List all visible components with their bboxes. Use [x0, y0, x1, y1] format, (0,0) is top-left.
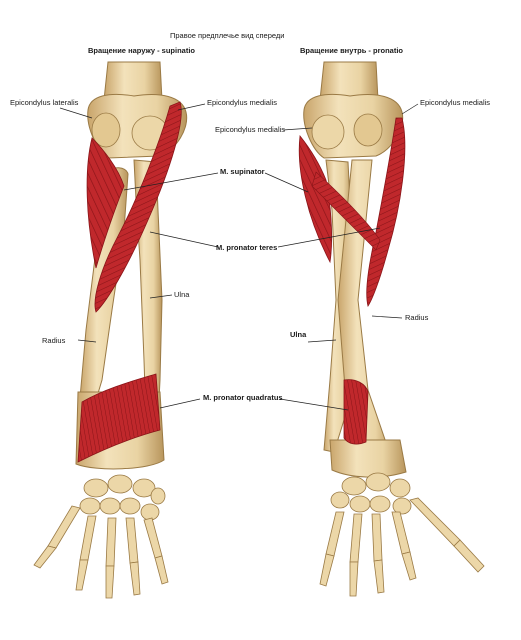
- label-radius-right: Radius: [405, 313, 429, 322]
- left-arm: [33, 61, 188, 599]
- label-ulna-left: Ulna: [174, 290, 190, 299]
- label-epicondylus-medialis-left: Epicondylus medialis: [207, 98, 278, 107]
- figure-title: Правое предплечье вид спереди: [170, 31, 285, 40]
- label-epicondylus-lateralis: Epicondylus lateralis: [10, 98, 79, 107]
- panel-left-heading: Вращение наружу - supinatio: [88, 46, 195, 55]
- label-epicondylus-medialis-right-outer: Epicondylus medialis: [420, 98, 491, 107]
- leader-lines: [59, 103, 419, 411]
- label-m-pronator-teres: M. pronator teres: [216, 243, 278, 252]
- label-m-supinator: M. supinator: [220, 167, 265, 176]
- label-radius-left: Radius: [42, 336, 66, 345]
- panel-right-heading: Вращение внутрь - pronatio: [300, 46, 403, 55]
- label-ulna-right: Ulna: [290, 330, 307, 339]
- right-arm: [298, 61, 485, 597]
- label-epicondylus-medialis-right-inner: Epicondylus medialis: [215, 125, 286, 134]
- label-m-pronator-quadratus: M. pronator quadratus: [203, 393, 283, 402]
